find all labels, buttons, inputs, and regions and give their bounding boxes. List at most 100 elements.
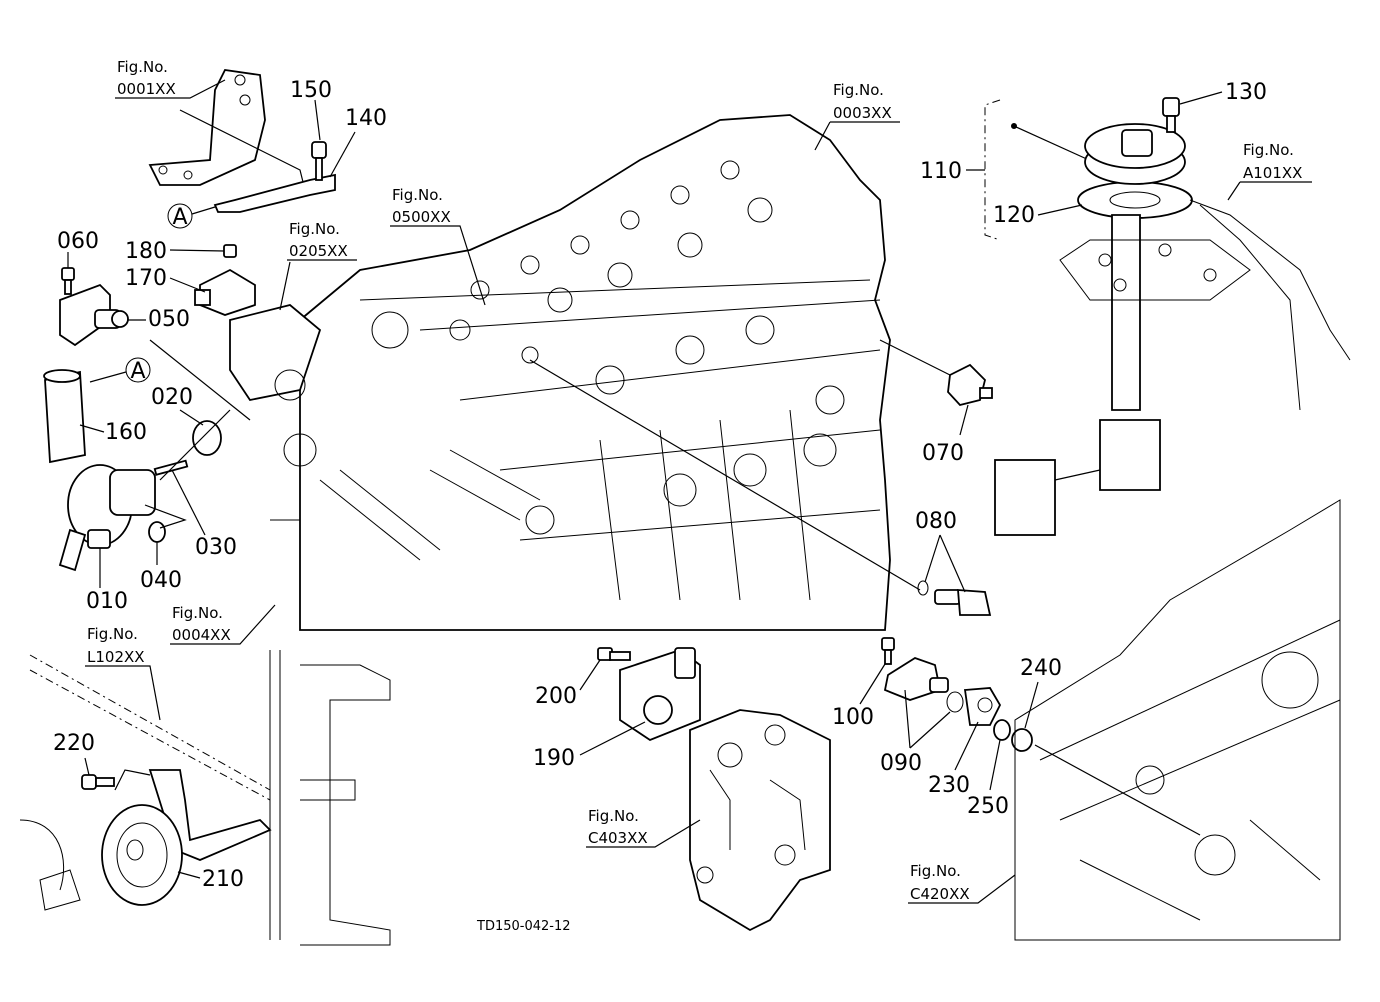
part-label-050: 050: [128, 307, 190, 332]
injection-pump-drawing: [229, 304, 322, 402]
fig-ref-L102XX: Fig.No. L102XX: [85, 625, 161, 721]
leader-080-block: [529, 359, 921, 591]
part-100-bolt: [881, 637, 895, 665]
part-label-230: 230: [928, 721, 979, 798]
part-040-nut: [148, 521, 166, 543]
svg-text:230: 230: [928, 773, 970, 798]
part-190-sensor: [619, 647, 701, 742]
svg-text:Fig.No.: Fig.No.: [117, 58, 168, 76]
part-label-210: 210: [114, 769, 244, 892]
part-label-200: 200: [535, 659, 601, 709]
part-060-bolt: [61, 267, 75, 295]
part-label-240: 240: [1020, 656, 1062, 729]
frame-dashed-line: [29, 654, 271, 791]
part-020-oring: [192, 420, 222, 456]
part-label-160: 160: [79, 420, 147, 445]
fuel-sender-tube: [994, 214, 1161, 536]
leader-070-block: [879, 339, 951, 376]
part-130-bolt: [1162, 97, 1180, 133]
part-label-020: 020: [151, 385, 204, 426]
svg-text:Fig.No.: Fig.No.: [172, 604, 223, 622]
part-220-bolt: [81, 774, 115, 790]
svg-text:050: 050: [148, 307, 190, 332]
part-label-060: 060: [57, 229, 99, 268]
svg-text:060: 060: [57, 229, 99, 254]
svg-text:C403XX: C403XX: [588, 829, 648, 847]
housing-c403-drawing: [689, 709, 831, 932]
part-090-sensor: [883, 657, 964, 713]
part-120-gasket: [1077, 181, 1193, 219]
svg-text:220: 220: [53, 731, 95, 756]
part-label-140: 140: [329, 106, 387, 178]
part-label-150: 150: [290, 78, 332, 141]
part-160-sleeve: [43, 369, 86, 464]
part-080-sensor: [917, 580, 992, 616]
svg-text:180: 180: [125, 239, 167, 264]
bracket-drawing: [148, 69, 266, 186]
svg-text:160: 160: [105, 420, 147, 445]
svg-text:130: 130: [1225, 80, 1267, 105]
frame-rail: [269, 650, 281, 940]
svg-text:Fig.No.: Fig.No.: [833, 81, 884, 99]
svg-text:020: 020: [151, 385, 193, 410]
svg-text:080: 080: [915, 509, 957, 534]
svg-text:Fig.No.: Fig.No.: [289, 220, 340, 238]
svg-text:Fig.No.: Fig.No.: [588, 807, 639, 825]
fig-ref-0500XX: Fig.No. 0500XX: [390, 186, 486, 306]
tank-flange-drawing: [1059, 199, 1351, 411]
part-180-fitting: [223, 244, 237, 258]
part-150-bolt: [311, 141, 327, 181]
svg-text:A101XX: A101XX: [1243, 164, 1302, 182]
part-250-oring: [993, 719, 1011, 741]
fig-ref-C420XX: Fig.No. C420XX: [908, 862, 1016, 904]
callout-a-left: A: [89, 357, 151, 384]
leader-010-block: [159, 409, 231, 481]
svg-text:030: 030: [195, 535, 237, 560]
svg-text:0004XX: 0004XX: [172, 626, 231, 644]
fig-ref-C403XX: Fig.No. C403XX: [586, 807, 701, 848]
part-label-080: 080: [915, 509, 966, 593]
engine-block-drawing: [270, 114, 891, 631]
svg-text:010: 010: [86, 589, 128, 614]
svg-text:110: 110: [920, 159, 962, 184]
fig-ref-0001XX: Fig.No. 0001XX: [115, 58, 226, 99]
part-label-090: 090: [880, 689, 951, 776]
group-110-bracket: [984, 99, 1001, 241]
fig-ref-0003XX: Fig.No. 0003XX: [814, 81, 900, 151]
part-label-190: 190: [533, 721, 646, 771]
svg-text:0003XX: 0003XX: [833, 104, 892, 122]
part-030-stud: [153, 459, 189, 476]
svg-text:Fig.No.: Fig.No.: [1243, 141, 1294, 159]
part-label-110: 110: [920, 159, 985, 184]
part-230-plate: [963, 687, 1002, 726]
svg-text:210: 210: [202, 867, 244, 892]
part-200-bolt: [597, 647, 631, 661]
part-label-130: 130: [1179, 80, 1267, 105]
housing-c420-drawing: [1014, 499, 1341, 941]
part-label-100: 100: [832, 663, 886, 730]
fig-ref-0205XX: Fig.No. 0205XX: [279, 220, 357, 311]
svg-text:200: 200: [535, 684, 577, 709]
part-label-120: 120: [993, 203, 1083, 228]
fig-ref-A101XX: Fig.No. A101XX: [1227, 141, 1312, 201]
part-label-220: 220: [53, 731, 95, 776]
drawing-code: TD150-042-12: [476, 919, 571, 934]
horn-mount-drawing: [19, 819, 81, 911]
part-210-horn: [101, 804, 183, 906]
part-label-040: 040: [140, 504, 187, 593]
fig-ref-0004XX: Fig.No. 0004XX: [170, 604, 276, 645]
side-bracket-drawing: [300, 664, 391, 946]
svg-text:040: 040: [140, 568, 182, 593]
svg-text:A: A: [172, 205, 187, 230]
part-070-sensor: [947, 363, 993, 407]
part-label-170: 170: [125, 266, 206, 293]
svg-text:240: 240: [1020, 656, 1062, 681]
part-140-plate: [213, 173, 336, 213]
callout-a-top: A: [167, 203, 216, 230]
side-bracket-tab: [300, 779, 356, 801]
svg-text:0001XX: 0001XX: [117, 80, 176, 98]
svg-text:150: 150: [290, 78, 332, 103]
part-label-010: 010: [86, 548, 128, 614]
svg-text:070: 070: [922, 441, 964, 466]
